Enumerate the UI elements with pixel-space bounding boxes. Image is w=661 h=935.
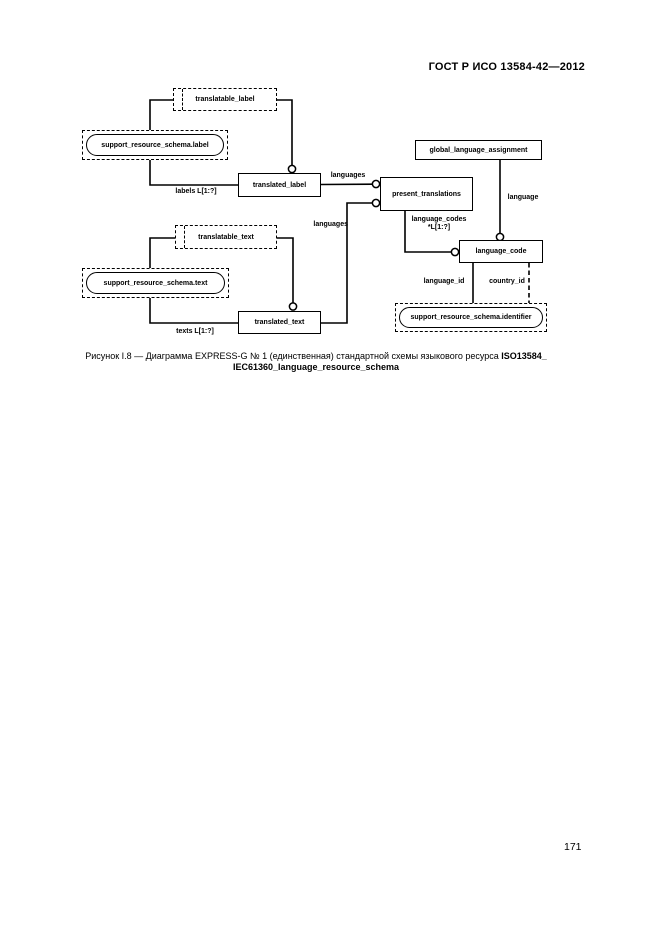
edge-label-languages-top: languages xyxy=(330,172,366,179)
interschema-ref-support-resource-schema-label: support_resource_schema.label xyxy=(82,130,228,160)
edge-languages-bottom-line xyxy=(321,202,373,324)
relation-circle xyxy=(450,247,460,257)
entity-box-language-code: language_code xyxy=(459,240,543,263)
relation-circle xyxy=(371,179,381,189)
figure-caption: Рисунок I.8 — Диаграмма EXPRESS-G № 1 (е… xyxy=(0,351,632,373)
entity-box-translatable-label: translatable_label xyxy=(173,88,277,111)
page-number: 171 xyxy=(564,841,582,853)
edge-label-labels-list: labels L[1:?] xyxy=(175,188,217,195)
entity-label: translated_text xyxy=(254,319,305,326)
edge-language-codes-line xyxy=(404,211,452,253)
edge-label-language: language xyxy=(507,194,539,201)
edge-label-language-id: language_id xyxy=(423,278,465,285)
interschema-ref-stadium: support_resource_schema.text xyxy=(86,272,225,294)
type-partition-line xyxy=(184,226,185,248)
caption-text: Рисунок I.8 — Диаграмма EXPRESS-G № 1 (е… xyxy=(85,351,502,361)
entity-box-translatable-text: translatable_text xyxy=(175,225,277,249)
entity-label: language_code xyxy=(475,248,527,255)
interschema-ref-support-resource-schema-text: support_resource_schema.text xyxy=(82,268,229,298)
edge-label-language-codes: language_codes *L[1:?] xyxy=(407,216,471,232)
entity-box-translated-label: translated_label xyxy=(238,173,321,197)
entity-label: translated_label xyxy=(252,181,307,189)
edge-label-language-codes-line1: language_codes xyxy=(411,216,467,223)
relation-circle xyxy=(288,302,298,311)
entity-box-global-language-assignment: global_language_assignment xyxy=(415,140,542,160)
type-partition-line xyxy=(182,89,183,110)
interschema-ref-label: support_resource_schema.text xyxy=(103,279,208,287)
entity-label: translatable_text xyxy=(198,233,254,241)
relation-circle xyxy=(287,164,297,174)
entity-label: present_translations xyxy=(392,190,461,198)
entity-box-translated-text: translated_text xyxy=(238,311,321,334)
entity-box-present-translations: present_translations xyxy=(380,177,473,211)
edge-subtype-text-line xyxy=(277,237,294,303)
entity-label: translatable_label xyxy=(195,96,255,103)
edge-label-country-id: country_id xyxy=(489,278,525,285)
interschema-ref-label: support_resource_schema.identifier xyxy=(410,314,532,321)
interschema-ref-support-resource-schema-identifier: support_resource_schema.identifier xyxy=(395,303,547,332)
edge-label-texts-list: texts L[1:?] xyxy=(176,328,214,335)
edge-label-language-codes-line2: *L[1:?] xyxy=(427,224,451,231)
page-header: ГОСТ Р ИСО 13584-42—2012 xyxy=(428,61,585,73)
interschema-ref-label: support_resource_schema.label xyxy=(101,141,209,149)
caption-schema-name-part1: ISO13584_ xyxy=(501,351,547,361)
caption-schema-name-part2: IEC61360_language_resource_schema xyxy=(232,362,400,372)
relation-circle xyxy=(371,198,381,208)
interschema-ref-stadium: support_resource_schema.identifier xyxy=(399,307,543,328)
edge-label-languages-bottom: languages xyxy=(313,221,348,228)
edge-subtype-label-line xyxy=(277,99,293,166)
entity-label: global_language_assignment xyxy=(429,146,528,154)
interschema-ref-stadium: support_resource_schema.label xyxy=(86,134,224,156)
